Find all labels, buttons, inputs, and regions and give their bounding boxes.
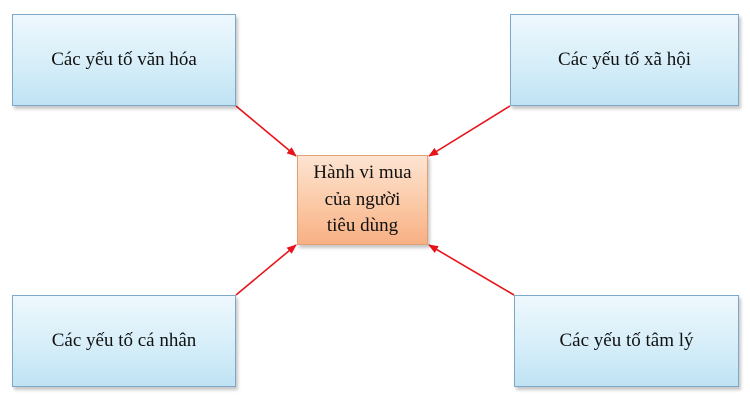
arrow-cultural-to-center (235, 105, 297, 157)
factor-cultural-box: Các yếu tố văn hóa (12, 14, 236, 106)
factor-social-label: Các yếu tố xã hội (558, 48, 691, 70)
factor-cultural-label: Các yếu tố văn hóa (51, 48, 197, 70)
center-line-1: Hành vi mua (313, 162, 412, 184)
arrow-psychological-to-center (428, 244, 515, 296)
factor-personal-label: Các yếu tố cá nhân (51, 329, 197, 351)
factor-psychological-label: Các yếu tố tâm lý (559, 329, 694, 351)
factor-social-box: Các yếu tố xã hội (510, 14, 739, 106)
factor-psychological-box: Các yếu tố tâm lý (514, 295, 739, 387)
consumer-behavior-label: Hành vi mua của người tiêu dùng (313, 160, 411, 240)
consumer-behavior-box: Hành vi mua của người tiêu dùng (297, 155, 428, 245)
center-line-3: tiêu dùng (326, 215, 399, 237)
arrow-personal-to-center (235, 244, 297, 296)
arrow-social-to-center (428, 105, 511, 157)
factor-personal-box: Các yếu tố cá nhân (12, 295, 236, 387)
center-line-2: của người (324, 188, 401, 210)
